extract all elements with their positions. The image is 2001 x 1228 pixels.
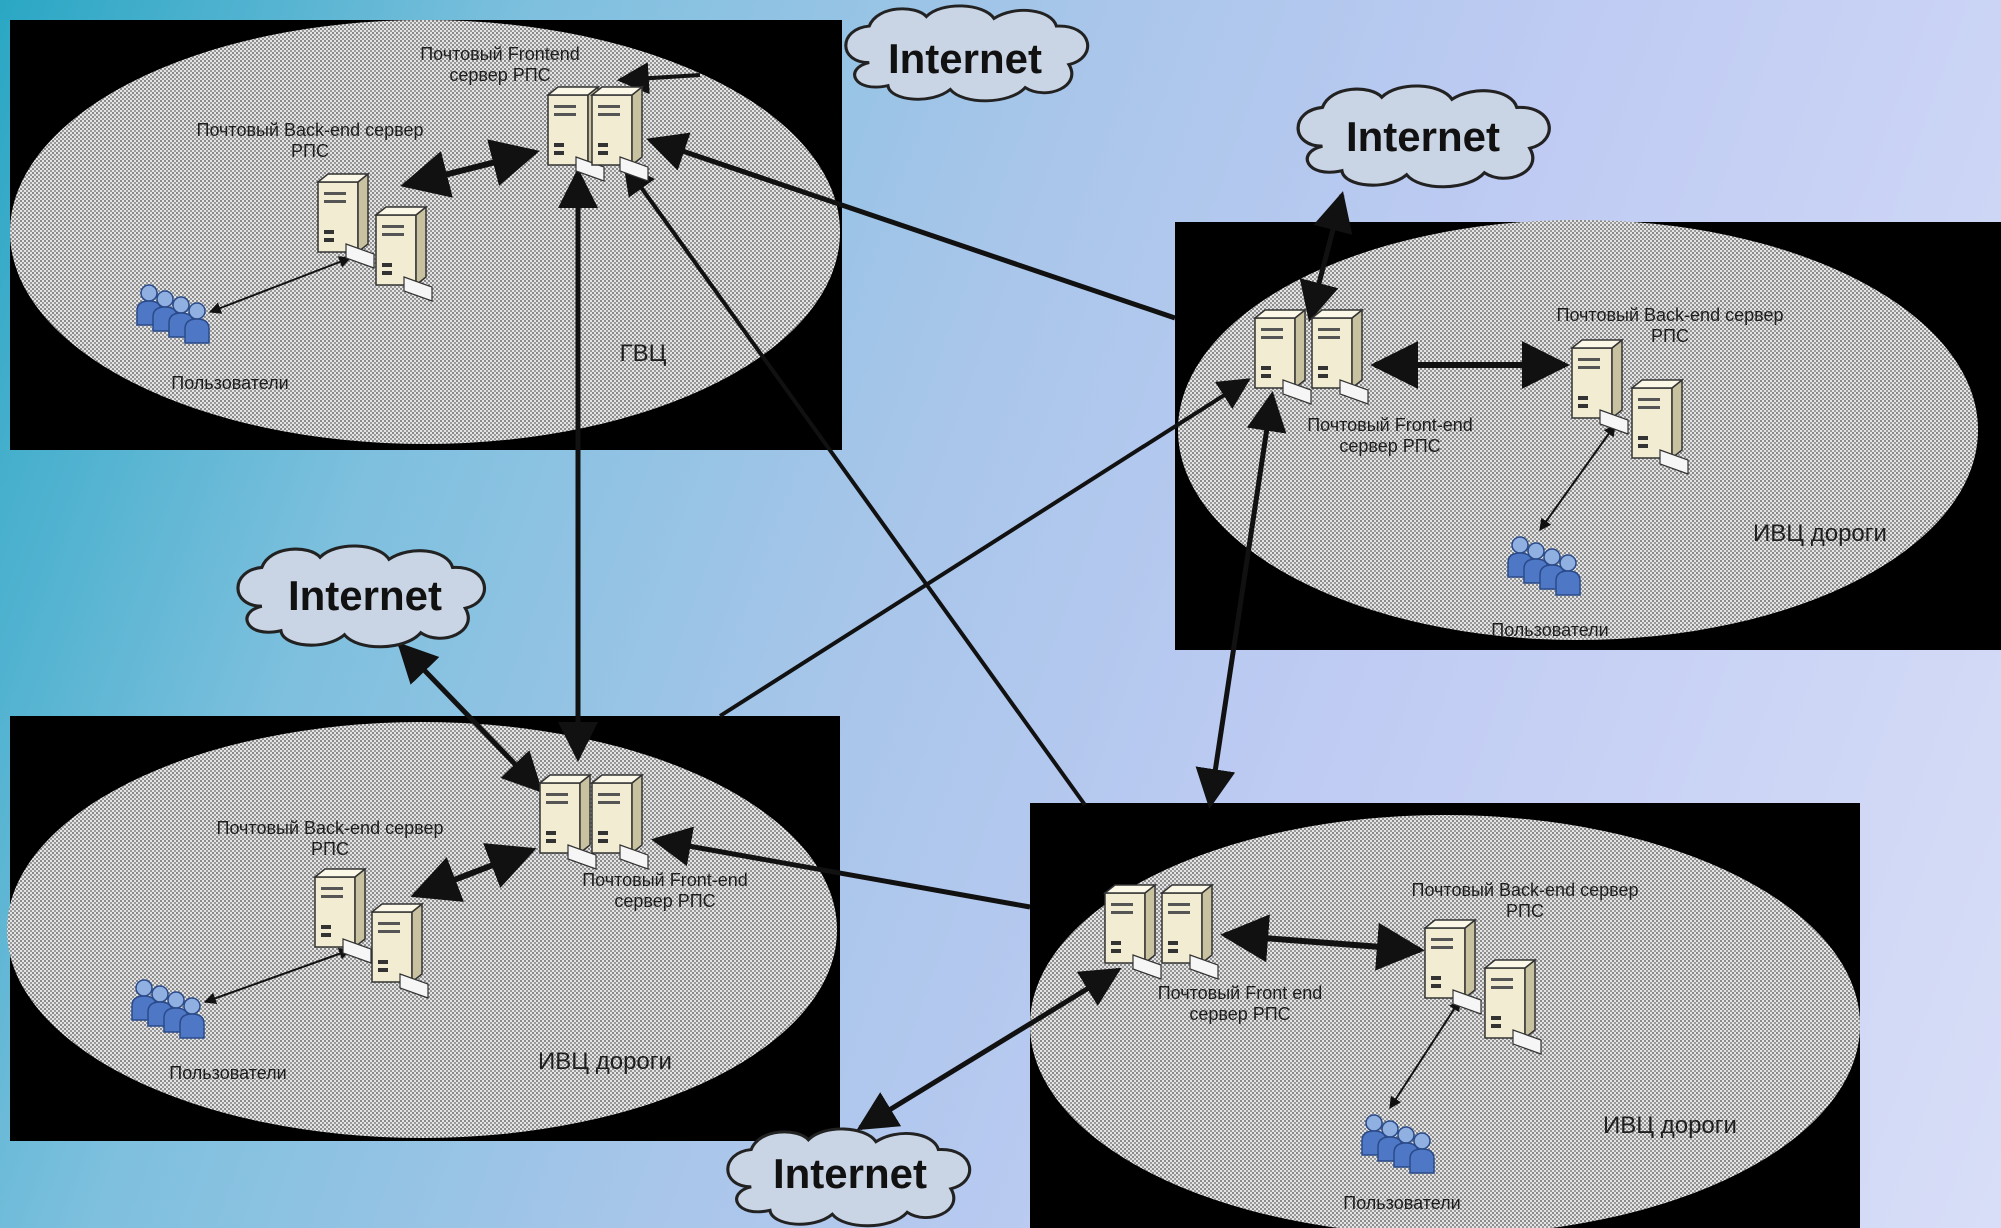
internet-label-right: Internet [1345,113,1500,160]
ivc-left-users-label: Пользователи [169,1063,287,1083]
gvc-site-name: ГВЦ [619,340,667,367]
ivc-right-site-name: ИВЦ дороги [1753,520,1887,547]
ivc-bottom-frontend-label: Почтовый Front end сервер РПС [1157,983,1323,1024]
ivc-bottom-users-label: Пользователи [1343,1193,1461,1213]
gvc-frontend-label: Почтовый Frontend сервер РПС [420,44,580,85]
ivc-right-users-label: Пользователи [1491,620,1609,640]
site-ivc-left [7,716,840,1141]
ivc-left-backend-label: Почтовый Back-end сервер РПС [216,818,444,859]
ivc-left-site-name: ИВЦ дороги [538,1048,672,1075]
ivc-bottom-backend-label: Почтовый Back-end сервер РПС [1411,880,1639,921]
gvc-users-label: Пользователи [171,373,289,393]
ivc-left-frontend-label: Почтовый Front-end сервер РПС [582,870,748,911]
gvc-backend-label: Почтовый Back-end сервер РПС [196,120,424,161]
ivc-bottom-site-name: ИВЦ дороги [1603,1112,1737,1139]
internet-label-bottom: Internet [772,1150,927,1197]
ivc-right-backend-label: Почтовый Back-end сервер РПС [1556,305,1784,346]
links [203,62,1616,1131]
internet-label-left: Internet [287,572,442,619]
ivc-right-frontend-label: Почтовый Front-end сервер РПС [1307,415,1473,456]
internet-label-top: Internet [887,35,1042,82]
